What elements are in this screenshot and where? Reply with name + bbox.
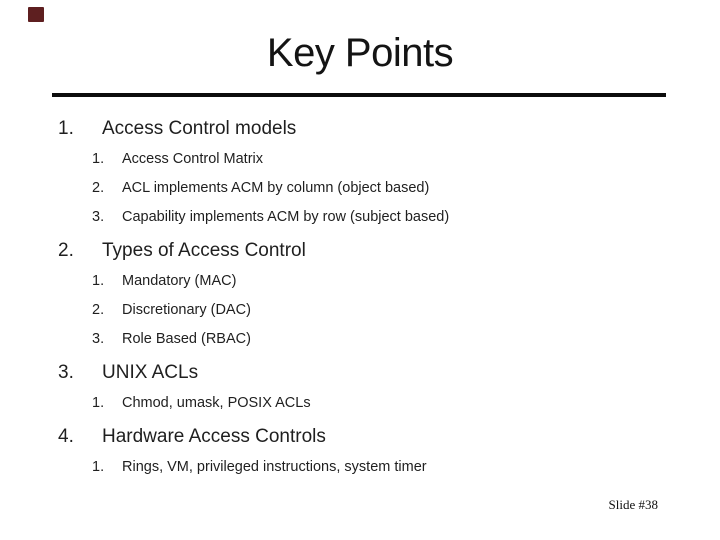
list-number: 1. [58,118,74,139]
title-divider [52,93,666,97]
list-number: 2. [58,240,74,261]
list-number: 1. [92,151,105,167]
list-number: 2. [92,180,105,196]
list-item: 3. Role Based (RBAC) [0,325,720,354]
list-number: 2. [92,302,105,318]
slide-number: Slide #38 [608,497,658,512]
list-item-text: ACL implements ACM by column (object bas… [122,180,430,196]
list-number: 4. [58,426,74,447]
list-item-text: Access Control Matrix [122,151,264,167]
list-item: 3. Capability implements ACM by row (subj… [0,203,720,232]
list-item: 1. Access Control Matrix [0,145,720,174]
list-number: 3. [92,209,105,225]
section-access-control-models: 1. Access Control models 1. Access Control… [0,112,720,232]
accent-square-icon [28,7,44,22]
list-item-text: Mandatory (MAC) [122,273,237,289]
section-heading: 2. Types of Access Control [0,234,720,267]
list-item: 1. Chmod, umask, POSIX ACLs [0,389,720,418]
section-title: Access Control models [102,118,297,139]
list-item: 2. Discretionary (DAC) [0,296,720,325]
section-hardware-access-controls: 4. Hardware Access Controls 1. Rings, VM, … [0,420,720,482]
list-number: 1. [92,395,105,411]
list-number: 3. [92,331,105,347]
list-item: 1. Mandatory (MAC) [0,267,720,296]
slide-title: Key Points [266,31,454,75]
section-unix-acls: 3. UNIX ACLs 1. Chmod, umask, POSIX ACLs [0,356,720,418]
section-heading: 3. UNIX ACLs [0,356,720,389]
list-item-text: Role Based (RBAC) [122,331,251,347]
section-heading: 4. Hardware Access Controls [0,420,720,453]
list-number: 1. [92,273,105,289]
section-title: UNIX ACLs [102,362,199,383]
list-item-text: Chmod, umask, POSIX ACLs [122,395,311,411]
key-points-list: 1. Access Control models 1. Access Control… [0,112,720,482]
section-heading: 1. Access Control models [0,112,720,145]
list-item: 2. ACL implements ACM by column (object b… [0,174,720,203]
section-title: Types of Access Control [102,240,306,261]
list-item-text: Capability implements ACM by row (subjec… [122,209,450,225]
list-number: 3. [58,362,74,383]
list-item-text: Rings, VM, privileged instructions, syst… [122,459,427,475]
list-item-text: Discretionary (DAC) [122,302,251,318]
section-types-of-access-control: 2. Types of Access Control 1. Mandatory (M… [0,234,720,354]
list-number: 1. [92,459,105,475]
list-item: 1. Rings, VM, privileged instructions, sy… [0,453,720,482]
section-title: Hardware Access Controls [102,426,326,447]
